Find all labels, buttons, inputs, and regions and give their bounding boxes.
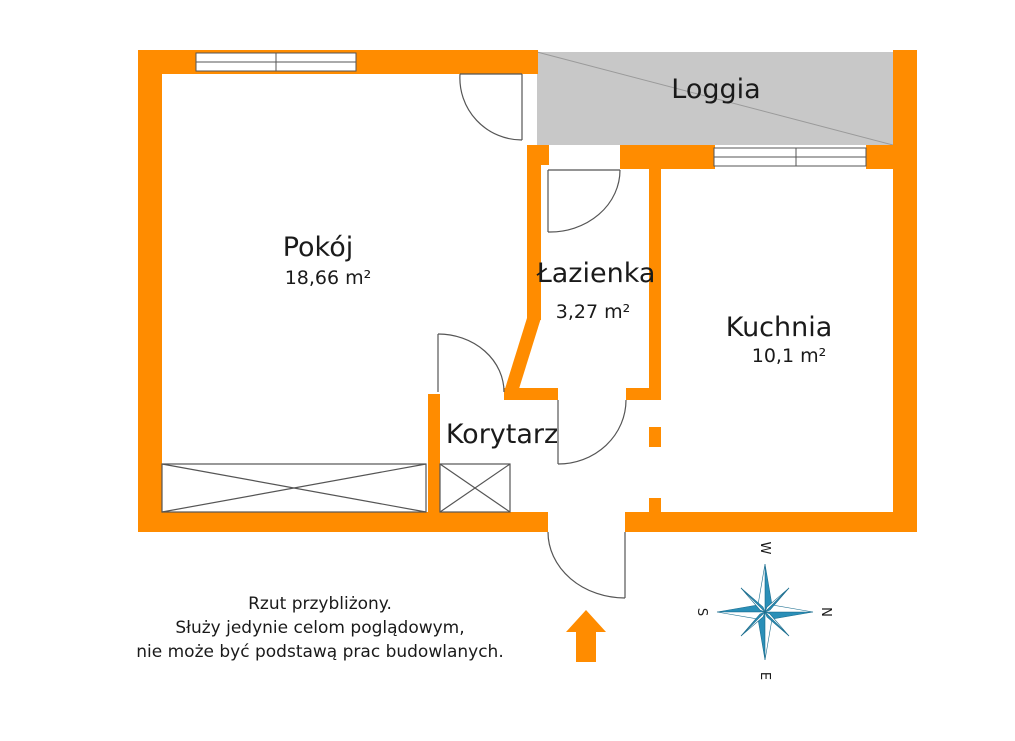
room-name-kuchnia: Kuchnia <box>726 312 833 343</box>
room-name-lazienka: Łazienka <box>536 258 656 289</box>
disclaimer-note: Rzut przybliżony. Służy jedynie celom po… <box>60 592 580 664</box>
door-lazienka-top <box>547 169 621 233</box>
compass-north-label: N <box>818 607 833 617</box>
window-kuchnia <box>713 147 867 167</box>
room-name-pokoj: Pokój <box>283 232 354 263</box>
loggia-diagonal <box>536 51 894 146</box>
compass-south-label: S <box>694 608 709 616</box>
wardrobe-pokoj <box>161 463 427 513</box>
compass-west-label: W <box>757 542 772 555</box>
disclaimer-line-3: nie może być podstawą prac budowlanych. <box>136 642 504 662</box>
room-area-pokoj: 18,66 m² <box>285 267 372 289</box>
wardrobe-korytarz <box>439 463 511 513</box>
room-area-lazienka: 3,27 m² <box>556 301 630 323</box>
disclaimer-line-2: Służy jedynie celom poglądowym, <box>175 618 465 638</box>
entrance-arrow-icon <box>566 610 606 662</box>
window-pokoj <box>195 52 357 72</box>
door-lazienka-bottom <box>557 399 627 465</box>
compass-rose-icon: W N E S <box>694 542 833 681</box>
disclaimer-line-1: Rzut przybliżony. <box>248 594 392 614</box>
door-loggia <box>459 73 523 141</box>
room-name-korytarz: Korytarz <box>446 419 558 450</box>
room-area-kuchnia: 10,1 m² <box>752 345 826 367</box>
room-name-loggia: Loggia <box>671 74 760 105</box>
compass-east-label: E <box>757 672 772 680</box>
door-pokoj <box>437 333 505 393</box>
door-entrance <box>547 531 626 599</box>
